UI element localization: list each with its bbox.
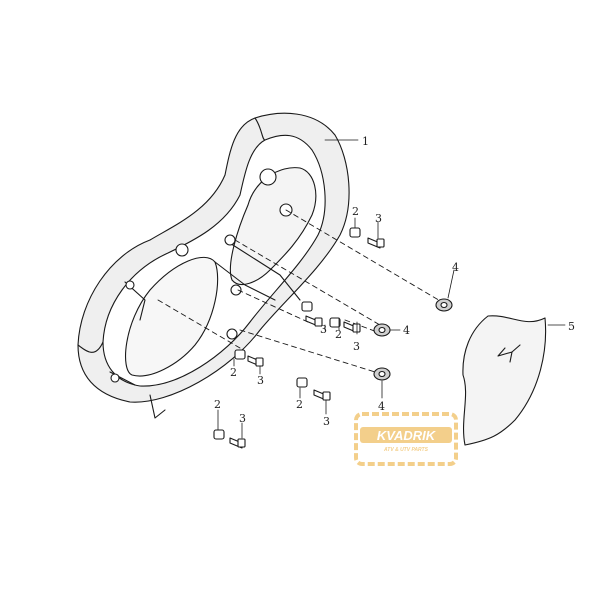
callout-2: 2 (352, 205, 359, 218)
callout-labels: 1 2 3 4 5 3 2 3 4 2 3 2 3 4 2 3 (214, 135, 575, 428)
nuts (373, 298, 453, 381)
bolts (229, 237, 385, 449)
callout-3: 3 (257, 374, 264, 387)
callout-5: 5 (568, 320, 575, 333)
callout-4: 4 (452, 261, 459, 274)
dowel-pins (213, 227, 361, 440)
callout-3: 3 (353, 340, 360, 353)
callout-3: 3 (239, 412, 246, 425)
callout-4: 4 (378, 400, 385, 413)
callout-3: 3 (323, 415, 330, 428)
callout-1: 1 (362, 135, 369, 148)
leader-lines (217, 139, 566, 439)
callout-2: 2 (214, 398, 221, 411)
callout-2: 2 (335, 328, 342, 341)
callout-4: 4 (403, 324, 410, 337)
callout-3: 3 (375, 212, 382, 225)
watermark-logo: KVADRIK ATV & UTV PARTS (354, 412, 458, 466)
cover-plate-part (462, 315, 547, 446)
callout-2: 2 (296, 398, 303, 411)
side-cover-part (77, 112, 350, 419)
callout-3: 3 (320, 323, 327, 336)
watermark-brand: KVADRIK (377, 428, 437, 443)
assembly-lines (157, 209, 443, 373)
watermark-tagline: ATV & UTV PARTS (383, 447, 429, 453)
callout-2: 2 (230, 366, 237, 379)
